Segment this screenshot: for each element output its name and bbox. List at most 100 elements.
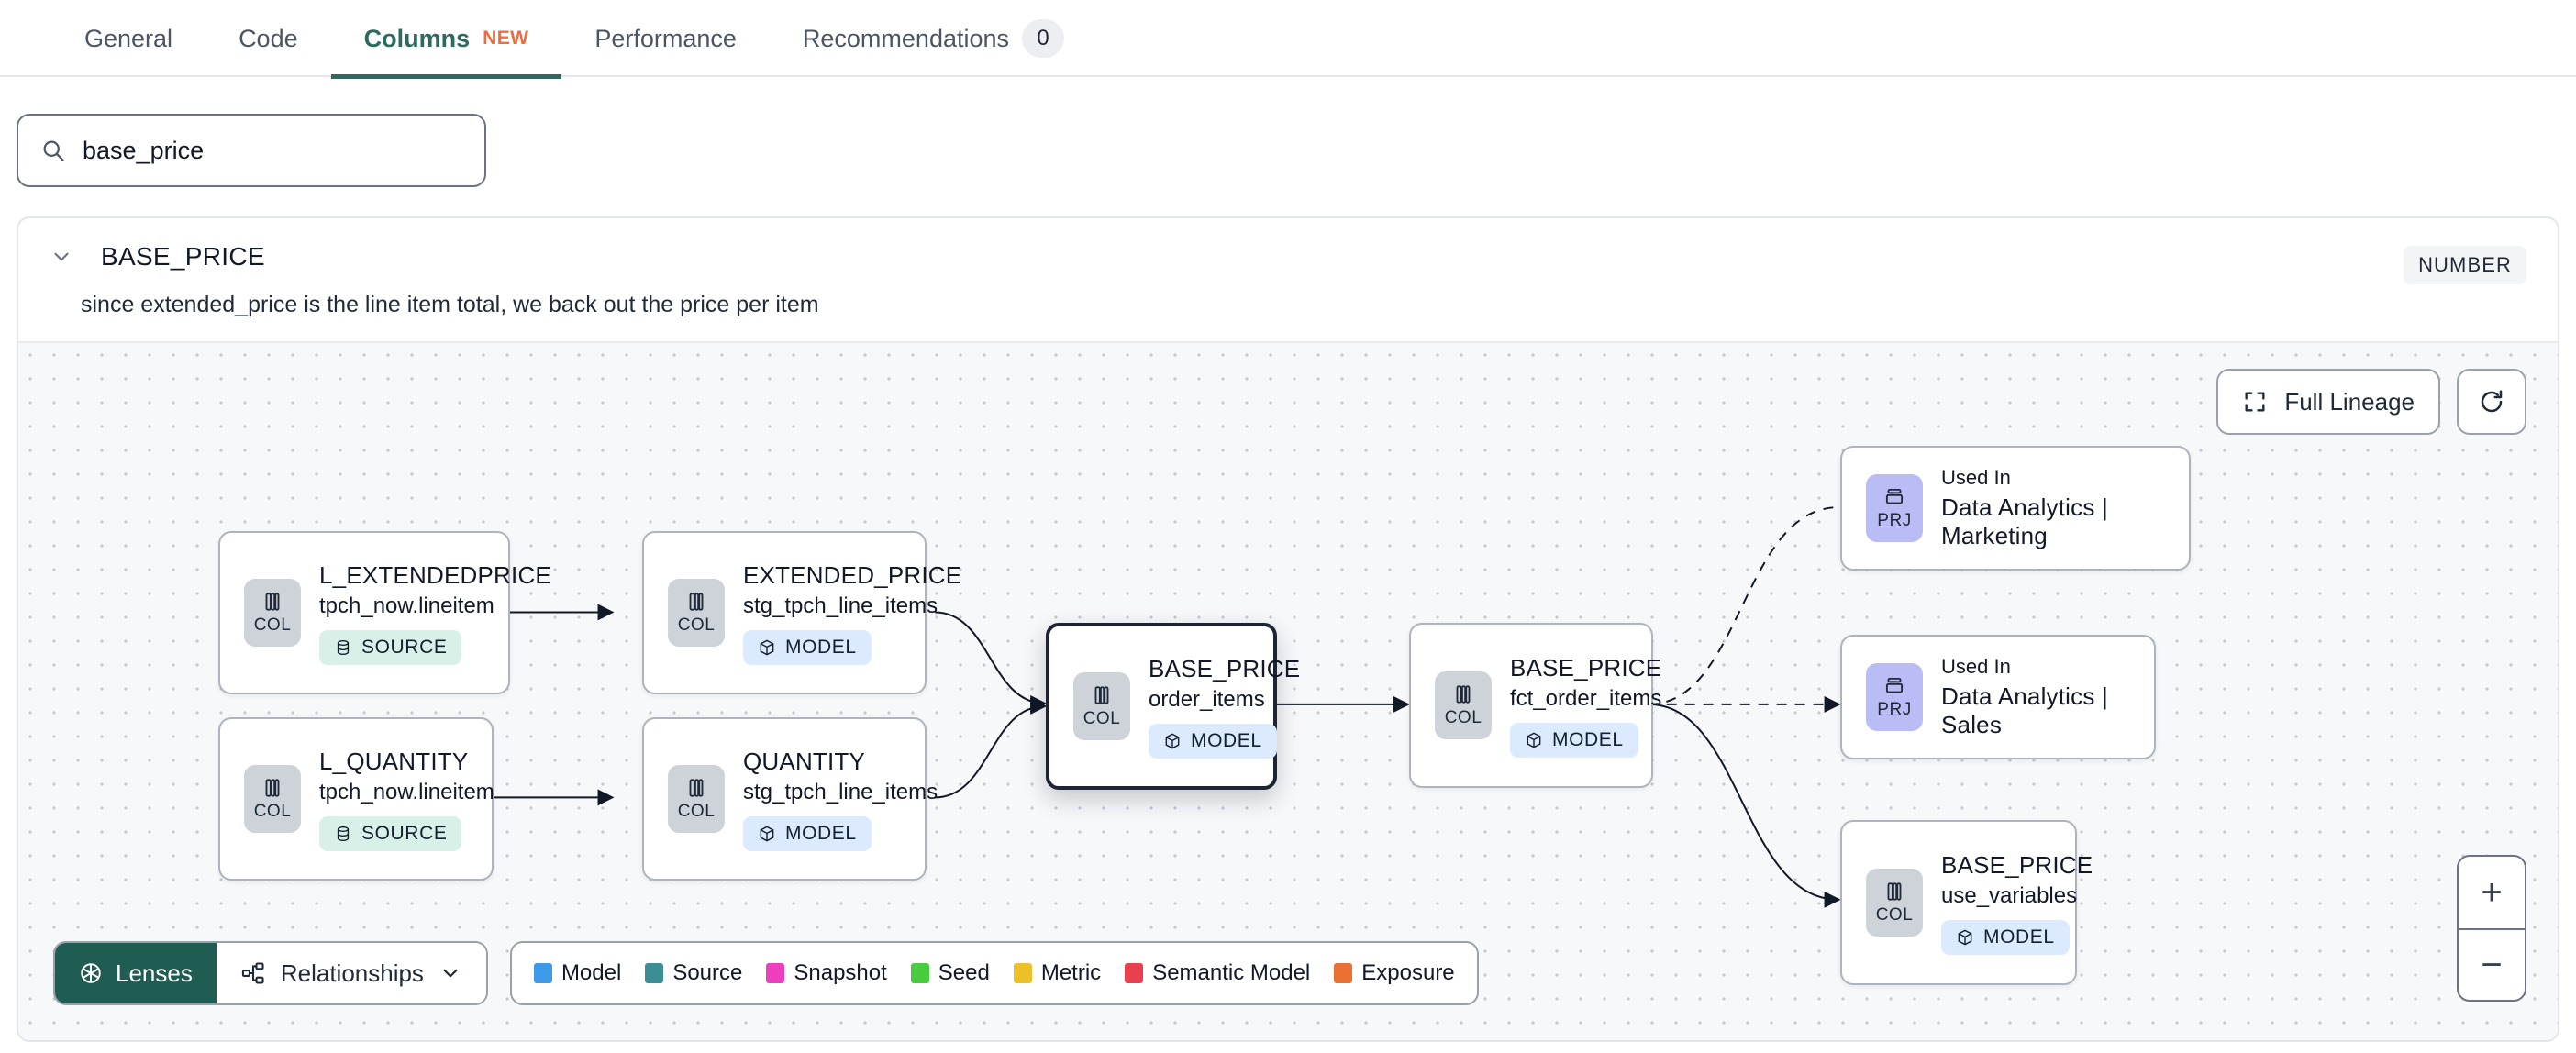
node-title: Data Analytics | Sales xyxy=(1941,682,2108,738)
column-header: BASE_PRICE NUMBER since extended_price i… xyxy=(18,218,2558,339)
legend-item-semantic-model: Semantic Model xyxy=(1125,960,1310,986)
tab-label: General xyxy=(84,24,173,52)
node-title: BASE_PRICE xyxy=(1941,850,2093,879)
edge-extendedprice-baseprice xyxy=(935,611,1048,712)
node-title: Data Analytics | Marketing xyxy=(1941,493,2108,549)
col-icon: COL xyxy=(668,579,725,647)
node-subtitle: order_items xyxy=(1149,686,1265,712)
legend-swatch xyxy=(1013,963,1032,983)
cube-icon xyxy=(760,826,774,841)
lineage-node-extended-price[interactable]: COL EXTENDED_PRICE stg_tpch_line_items M… xyxy=(642,531,961,694)
lineage-node-base-price-use-variables[interactable]: COL BASE_PRICE use_variables MODEL xyxy=(1840,820,2093,985)
prj-icon: PRJ xyxy=(1866,474,1923,542)
database-icon xyxy=(337,639,350,655)
tab-label: Code xyxy=(239,24,298,52)
lineage-node-project-sales[interactable]: PRJ Used In Data Analytics | Sales xyxy=(1840,635,2156,759)
node-tag-label: MODEL xyxy=(785,636,857,658)
column-description: since extended_price is the line item to… xyxy=(81,292,819,317)
lineage-bottom-bar: Lenses Relationships xyxy=(53,941,1479,1005)
node-tag-source: SOURCE xyxy=(319,815,462,851)
relationships-label: Relationships xyxy=(280,959,424,987)
legend-label: Snapshot xyxy=(794,960,887,985)
node-title: L_EXTENDEDPRICE xyxy=(319,560,551,589)
tab-label: Performance xyxy=(594,24,737,52)
node-icon-label: COL xyxy=(1444,708,1482,727)
node-tag-label: SOURCE xyxy=(361,636,448,658)
node-body: BASE_PRICE use_variables MODEL xyxy=(1941,851,2093,955)
node-body: EXTENDED_PRICE stg_tpch_line_items MODEL xyxy=(743,561,961,665)
node-body: BASE_PRICE order_items MODEL xyxy=(1149,655,1300,759)
lens-group: Lenses Relationships xyxy=(53,941,488,1005)
chevron-down-icon[interactable] xyxy=(50,245,73,269)
zoom-out-button[interactable]: − xyxy=(2459,928,2525,1000)
legend-item-snapshot: Snapshot xyxy=(766,960,887,986)
column-detail-panel: BASE_PRICE NUMBER since extended_price i… xyxy=(17,216,2559,1042)
node-body: BASE_PRICE fct_order_items MODEL xyxy=(1510,654,1661,758)
search-box[interactable] xyxy=(17,114,486,187)
node-subtitle: tpch_now.lineitem xyxy=(319,593,494,618)
search-input[interactable] xyxy=(83,136,462,165)
search-icon xyxy=(40,138,66,163)
tab-recommendations[interactable]: Recommendations 0 xyxy=(770,0,1097,77)
cube-icon xyxy=(760,639,774,655)
aperture-icon xyxy=(79,961,103,985)
node-icon-label: COL xyxy=(253,802,292,821)
legend-swatch xyxy=(533,963,552,983)
tab-label: Recommendations xyxy=(802,24,1010,52)
node-icon-label: PRJ xyxy=(1877,700,1912,719)
lineage-node-l-extendedprice[interactable]: COL L_EXTENDEDPRICE tpch_now.lineitem SO… xyxy=(218,531,551,694)
chevron-down-icon xyxy=(439,961,462,985)
node-title: L_QUANTITY xyxy=(319,747,469,775)
legend-swatch xyxy=(766,963,785,983)
page-title: BASE_PRICE xyxy=(101,242,265,271)
node-body: L_QUANTITY tpch_now.lineitem SOURCE xyxy=(319,748,494,851)
tab-general[interactable]: General xyxy=(51,0,205,77)
node-subtitle: stg_tpch_line_items xyxy=(743,779,938,804)
lineage-node-l-quantity[interactable]: COL L_QUANTITY tpch_now.lineitem SOURCE xyxy=(218,717,494,881)
node-tag-label: SOURCE xyxy=(361,822,448,844)
edge-quantity-baseprice xyxy=(935,697,1048,799)
full-lineage-button[interactable]: Full Lineage xyxy=(2216,369,2440,435)
node-tag-model: MODEL xyxy=(1510,722,1638,758)
col-icon: COL xyxy=(1073,672,1130,740)
search-area xyxy=(0,77,2576,187)
col-icon: COL xyxy=(244,579,301,647)
lineage-canvas[interactable]: COL L_EXTENDEDPRICE tpch_now.lineitem SO… xyxy=(18,341,2558,1040)
column-title-row[interactable]: BASE_PRICE xyxy=(50,218,2526,272)
tab-performance[interactable]: Performance xyxy=(561,0,770,77)
col-icon: COL xyxy=(244,765,301,833)
lineage-node-quantity[interactable]: COL QUANTITY stg_tpch_line_items MODEL xyxy=(642,717,938,881)
legend-item-model: Model xyxy=(533,960,621,986)
relationships-button[interactable]: Relationships xyxy=(216,943,486,1003)
tab-columns[interactable]: Columns NEW xyxy=(330,0,562,79)
legend-item-metric: Metric xyxy=(1013,960,1101,986)
lineage-node-base-price-order-items[interactable]: COL BASE_PRICE order_items MODEL xyxy=(1046,623,1300,790)
refresh-button[interactable] xyxy=(2457,369,2526,435)
cube-icon xyxy=(1958,929,1972,945)
relationships-icon xyxy=(240,960,266,986)
full-lineage-label: Full Lineage xyxy=(2284,387,2415,416)
node-icon-label: COL xyxy=(253,615,292,635)
recommendations-count-badge: 0 xyxy=(1022,19,1065,58)
legend-label: Seed xyxy=(938,960,990,985)
node-tag-label: MODEL xyxy=(1552,728,1624,750)
node-type-legend: Model Source Snapshot Seed Metric xyxy=(509,941,1479,1005)
node-body: Used In Data Analytics | Marketing xyxy=(1941,466,2165,550)
node-title: BASE_PRICE xyxy=(1149,654,1301,682)
lenses-button[interactable]: Lenses xyxy=(55,943,217,1003)
zoom-in-button[interactable]: + xyxy=(2481,871,2503,913)
legend-swatch xyxy=(645,963,664,983)
node-title: BASE_PRICE xyxy=(1510,653,1662,682)
lenses-label: Lenses xyxy=(116,959,193,987)
node-subtitle: tpch_now.lineitem xyxy=(319,779,494,804)
node-icon-label: COL xyxy=(1875,905,1914,925)
lineage-node-base-price-fct-order-items[interactable]: COL BASE_PRICE fct_order_items MODEL xyxy=(1409,623,1661,788)
legend-label: Semantic Model xyxy=(1152,960,1311,985)
tab-code[interactable]: Code xyxy=(205,0,331,77)
zoom-controls: + − xyxy=(2457,855,2526,1002)
node-tag-label: MODEL xyxy=(1983,926,2055,948)
lineage-node-project-marketing[interactable]: PRJ Used In Data Analytics | Marketing xyxy=(1840,446,2191,571)
node-tag-label: MODEL xyxy=(785,822,857,844)
lineage-top-controls: Full Lineage xyxy=(2216,369,2526,435)
cube-icon xyxy=(1527,732,1541,748)
